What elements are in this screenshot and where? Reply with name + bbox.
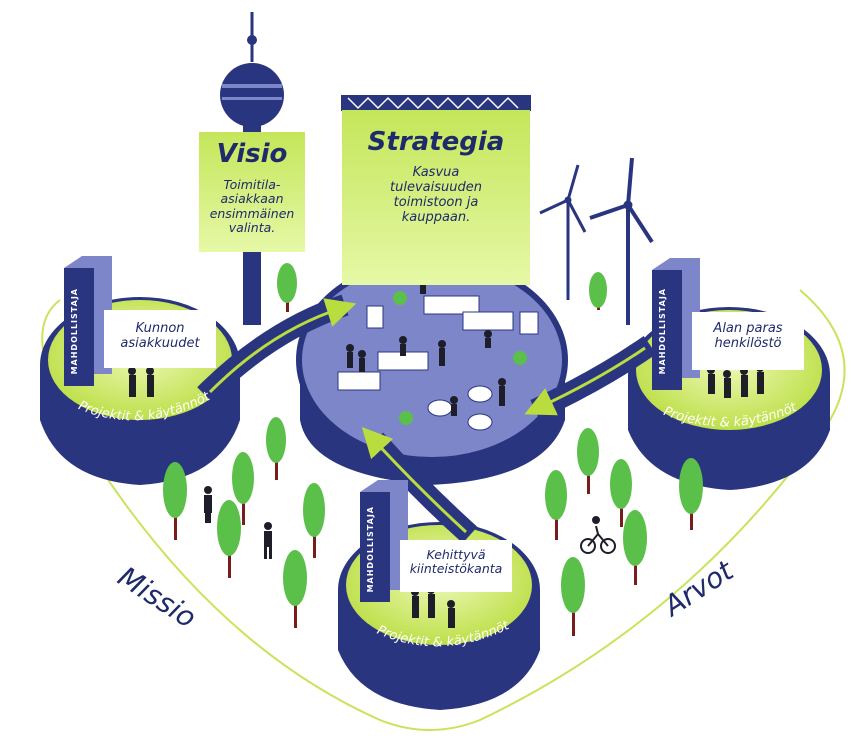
- wind-turbine-icon: [589, 157, 654, 325]
- left-card: Kunnon asiakkuudet: [104, 310, 216, 368]
- arrow-icon: [197, 294, 357, 403]
- vision-panel: Visio Toimitila- asiakkaan ensimmäinen v…: [199, 132, 305, 252]
- left-card-text: Kunnon asiakkuudet: [120, 321, 200, 351]
- strategy-title: Strategia: [367, 127, 505, 157]
- strategy-text: Kasvua tulevaisuuden toimistoon ja kaupp…: [390, 165, 482, 225]
- cyclist-icon: [580, 516, 616, 554]
- person-icon: [204, 486, 272, 559]
- strategy-panel: Strategia Kasvua tulevaisuuden toimistoo…: [342, 110, 530, 285]
- bottom-tower-text: MAHDOLLISTAJA: [366, 506, 375, 593]
- potted-plant-icon: [393, 291, 527, 425]
- tree-icon: [163, 263, 703, 636]
- right-card: Alan paras henkilöstö: [692, 312, 804, 370]
- seating: [427, 385, 493, 431]
- wind-turbine-icon: [539, 164, 587, 300]
- right-tower-text: MAHDOLLISTAJA: [658, 288, 667, 375]
- vision-text: Toimitila- asiakkaan ensimmäinen valinta…: [209, 177, 295, 236]
- bottom-card: Kehittyvä kiinteistökanta: [400, 540, 512, 592]
- person-icon: [128, 364, 764, 628]
- bottom-card-text: Kehittyvä kiinteistökanta: [409, 547, 503, 577]
- arrow-icon: [361, 426, 478, 544]
- strategy-truss: [341, 95, 531, 111]
- left-tower-text: MAHDOLLISTAJA: [70, 288, 79, 375]
- bottom-tower: [360, 480, 408, 602]
- vision-title: Visio: [216, 139, 288, 169]
- right-card-text: Alan paras henkilöstö: [713, 321, 783, 351]
- arrow-icon: [524, 335, 657, 420]
